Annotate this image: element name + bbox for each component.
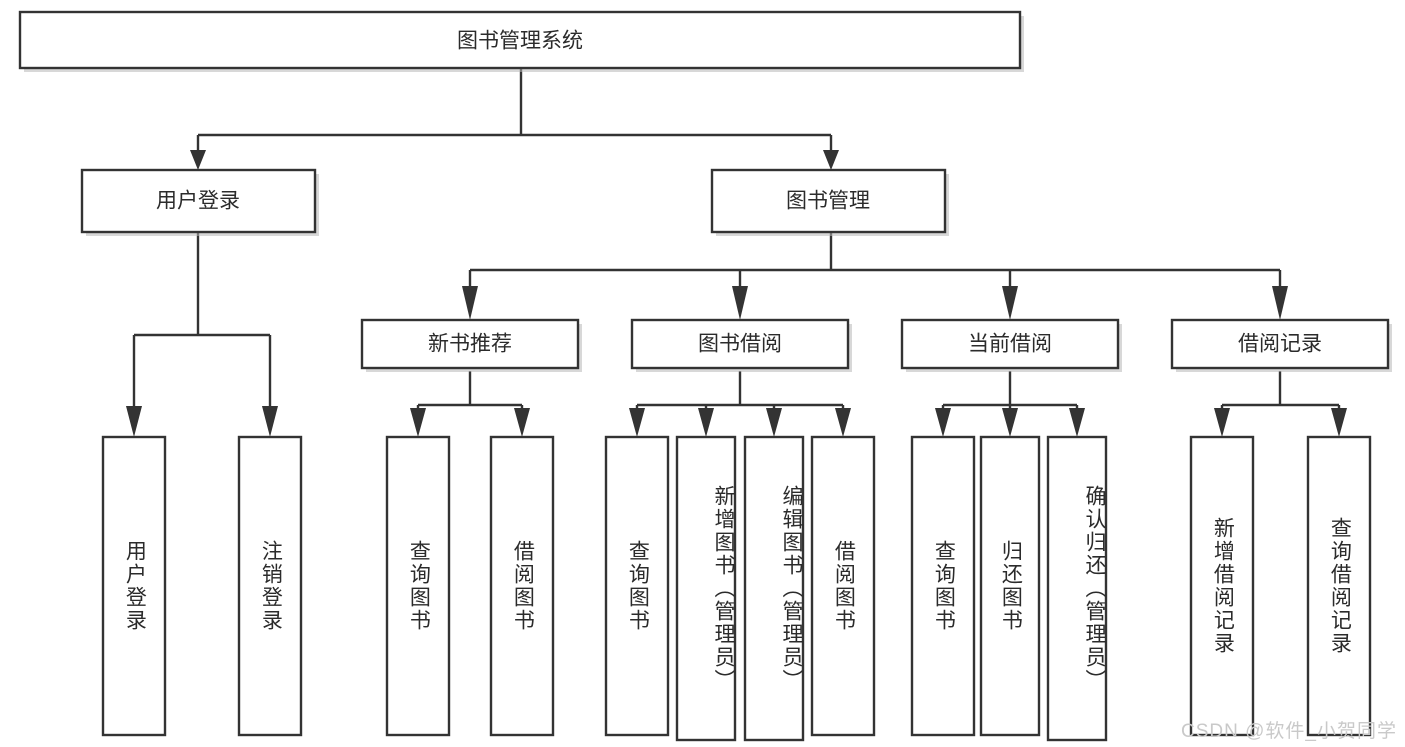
- connector-group: [126, 69, 1347, 437]
- arrow-cb-leaf-1: [935, 408, 951, 437]
- node-user-login[interactable]: 用户登录: [80, 168, 319, 236]
- node-new-book-recommend[interactable]: 新书推荐: [360, 318, 582, 372]
- arrow-bb-leaf-4: [835, 408, 851, 437]
- node-book-management-label: 图书管理: [786, 190, 870, 213]
- node-book-management[interactable]: 图书管理: [710, 168, 949, 236]
- leaf-box-bb-add-book[interactable]: [675, 435, 737, 742]
- node-user-login-label: 用户登录: [156, 190, 240, 213]
- arrow-bb-leaf-1: [629, 408, 645, 437]
- node-current-borrow[interactable]: 当前借阅: [900, 318, 1122, 372]
- arrow-cb-leaf-3: [1069, 408, 1085, 437]
- arrow-bb-leaf-3: [766, 408, 782, 437]
- leaf-box-bb-borrow-book[interactable]: [810, 435, 876, 737]
- node-book-borrow[interactable]: 图书借阅: [630, 318, 852, 372]
- arrow-br-leaf-2: [1331, 408, 1347, 437]
- arrow-ul-leaf-1: [126, 406, 142, 437]
- csdn-watermark: CSDN @软件_小贺同学: [1181, 721, 1397, 742]
- node-root-book-management-system[interactable]: 图书管理系统: [18, 10, 1024, 72]
- leaf-box-br-query-record[interactable]: [1306, 435, 1372, 737]
- node-current-borrow-label: 当前借阅: [968, 333, 1052, 356]
- arrow-cb-leaf-2: [1002, 408, 1018, 437]
- leaf-box-cb-query-book[interactable]: [910, 435, 976, 737]
- leaf-box-nb-query-book[interactable]: [385, 435, 451, 737]
- arrow-new-book: [462, 286, 478, 320]
- leaf-box-group: [101, 435, 1372, 742]
- leaf-box-bb-edit-book[interactable]: [743, 435, 805, 742]
- node-borrow-record[interactable]: 借阅记录: [1170, 318, 1392, 372]
- node-borrow-record-label: 借阅记录: [1238, 333, 1322, 356]
- arrow-book-manage: [823, 150, 839, 170]
- leaf-box-nb-borrow-book[interactable]: [489, 435, 555, 737]
- node-new-book-recommend-label: 新书推荐: [428, 333, 512, 356]
- arrow-current-borrow: [1002, 286, 1018, 320]
- arrow-nb-leaf-1: [410, 408, 426, 437]
- node-root-label: 图书管理系统: [457, 30, 583, 53]
- arrow-br-leaf-1: [1214, 408, 1230, 437]
- leaf-box-cb-confirm-return[interactable]: [1046, 435, 1108, 742]
- arrow-user-login: [190, 150, 206, 170]
- leaf-box-user-login[interactable]: [101, 435, 167, 737]
- arrow-borrow-record: [1272, 286, 1288, 320]
- arrow-book-borrow: [732, 286, 748, 320]
- leaf-box-br-add-record[interactable]: [1189, 435, 1255, 737]
- arrow-nb-leaf-2: [514, 408, 530, 437]
- leaf-box-cb-return-book[interactable]: [979, 435, 1041, 737]
- leaf-box-bb-query-book[interactable]: [604, 435, 670, 737]
- leaf-box-logout[interactable]: [237, 435, 303, 737]
- arrow-ul-leaf-2: [262, 406, 278, 437]
- node-book-borrow-label: 图书借阅: [698, 333, 782, 356]
- arrow-bb-leaf-2: [698, 408, 714, 437]
